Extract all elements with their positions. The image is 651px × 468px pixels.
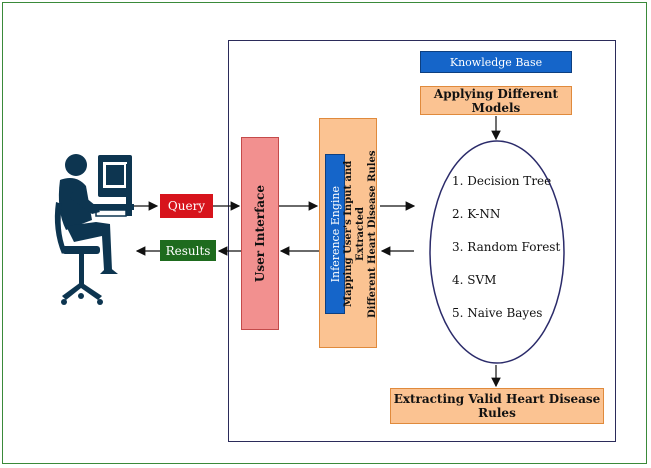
applying-models-box: Applying Different Models: [420, 86, 572, 115]
inference-engine-label-box: Inference Engine: [325, 154, 345, 314]
applying-models-label: Applying Different Models: [433, 86, 559, 115]
inference-engine-label: Inference Engine: [328, 185, 342, 283]
extracting-rules-label: Extracting Valid Heart Disease Rules: [393, 392, 601, 420]
query-label: Query: [167, 199, 206, 213]
results-label: Results: [165, 243, 211, 258]
extracting-rules-box: Extracting Valid Heart Disease Rules: [390, 388, 604, 424]
model-item-1: 1. Decision Tree: [452, 174, 552, 188]
mapping-text-box: Mapping User's Input and Extracted Diffe…: [343, 150, 378, 318]
model-item-3: 3. Random Forest: [452, 240, 561, 254]
models-list: 1. Decision Tree 2. K-NN 3. Random Fores…: [430, 142, 564, 364]
knowledge-base-label: Knowledge Base: [449, 55, 543, 69]
user-at-computer-icon: [54, 154, 134, 305]
knowledge-base-box: Knowledge Base: [420, 51, 572, 73]
mapping-label: Mapping User's Input and Extracted Diffe…: [343, 150, 378, 318]
outer-frame: [2, 2, 647, 464]
system-boundary: [228, 40, 616, 442]
user-interface-label: User Interface: [253, 184, 267, 283]
model-item-5: 5. Naive Bayes: [452, 306, 543, 320]
model-item-2: 2. K-NN: [452, 207, 501, 221]
user-interface-box: User Interface: [241, 137, 279, 330]
query-box: Query: [160, 194, 213, 218]
models-ellipse: [429, 140, 565, 364]
model-item-4: 4. SVM: [452, 273, 497, 287]
results-box: Results: [160, 240, 216, 261]
